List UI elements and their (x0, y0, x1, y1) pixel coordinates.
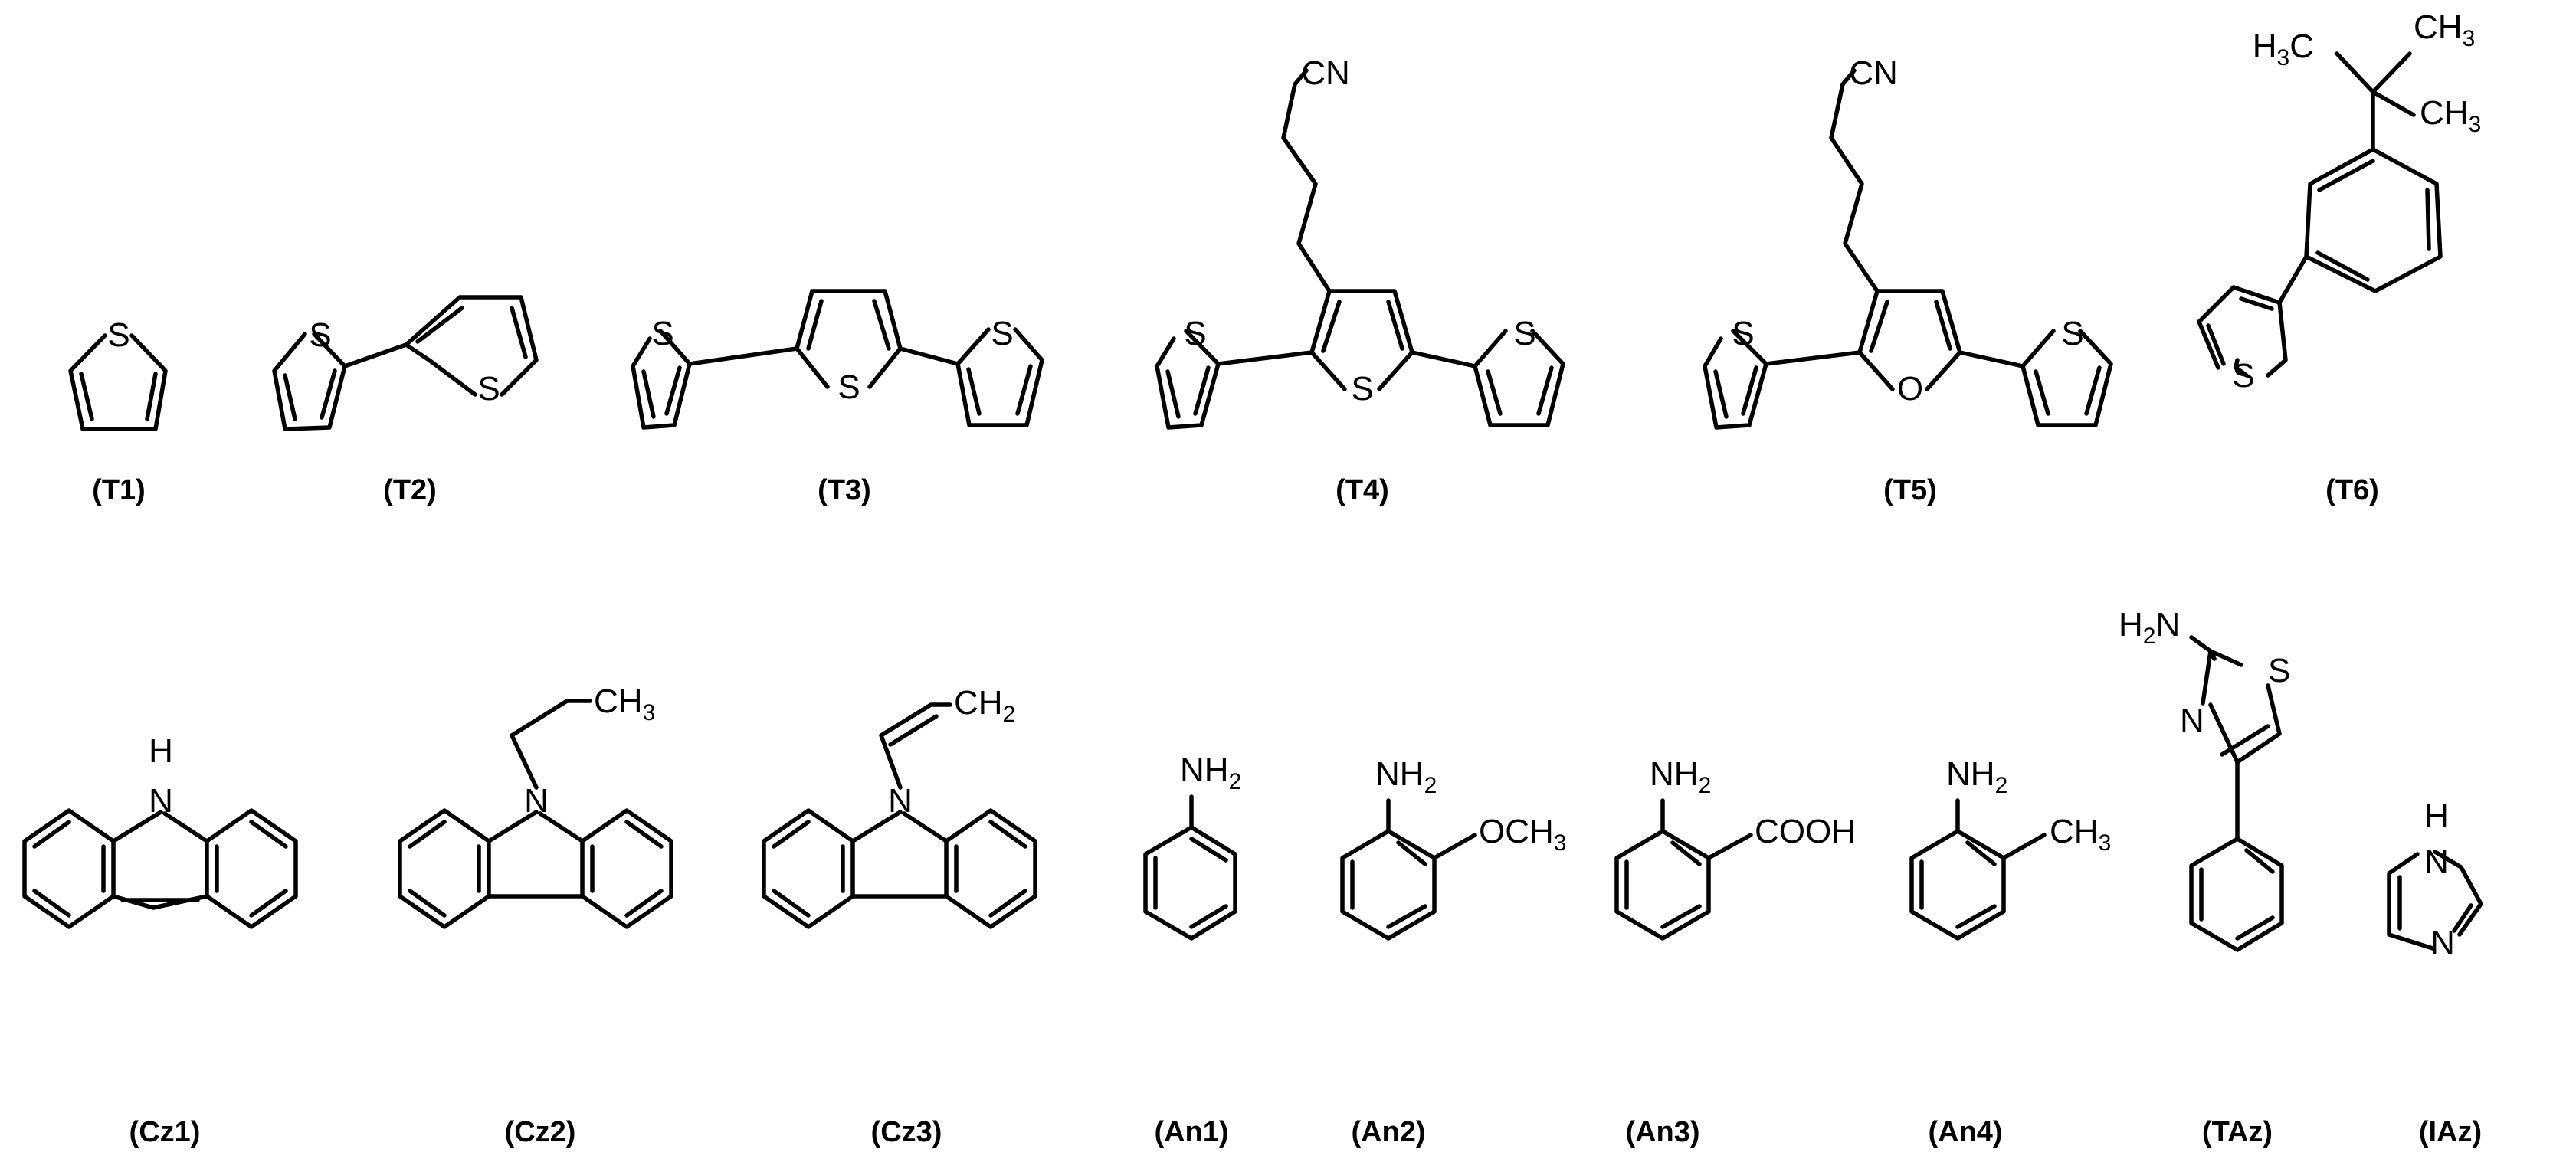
caption-TAz: (TAz) (2202, 1116, 2273, 1148)
molecule-An3: NH2 COOH (An3) (1614, 755, 1856, 1148)
molecule-Cz1: N H (Cz1) (22, 732, 298, 1148)
oxygen-atom: O (1897, 370, 1923, 408)
caption-T6: (T6) (2325, 474, 2379, 506)
nitrile-group: CN (1301, 54, 1350, 92)
caption-T1: (T1) (92, 474, 146, 506)
molecule-TAz: H2N S N (TAz) (2119, 606, 2290, 1148)
nitrile-group: CN (1849, 54, 1898, 92)
molecule-T6: S H3C CH3 CH3 (T6) (2197, 8, 2481, 506)
sulfur-atom: S (107, 316, 129, 354)
amino-group: NH2 (1375, 755, 1437, 798)
caption-Cz3: (Cz3) (871, 1116, 942, 1148)
sulfur-atom: S (2232, 357, 2254, 395)
amino-group: NH2 (1946, 755, 2007, 798)
molecule-An4: NH2 CH3 (An4) (1909, 755, 2111, 1148)
hydrogen-atom: H (149, 732, 173, 770)
carboxyl-group: COOH (1755, 813, 1856, 850)
sulfur-atom: S (1732, 315, 1754, 352)
sulfur-atom: S (1351, 370, 1373, 408)
caption-T3: (T3) (818, 474, 871, 506)
caption-T5: (T5) (1883, 474, 1937, 506)
methyl-group-right: CH3 (2420, 94, 2481, 137)
methyl-group-left: H3C (2253, 28, 2314, 70)
caption-An2: (An2) (1351, 1116, 1425, 1148)
sulfur-atom: S (991, 315, 1013, 352)
caption-T2: (T2) (383, 474, 437, 506)
caption-Cz1: (Cz1) (129, 1116, 201, 1148)
molecule-An2: NH2 OCH3 (An2) (1340, 755, 1566, 1148)
caption-An3: (An3) (1625, 1116, 1699, 1148)
methyl-group: CH3 (594, 683, 655, 725)
methylene-group: CH2 (954, 684, 1015, 727)
caption-T4: (T4) (1336, 474, 1389, 506)
sulfur-atom: S (2268, 652, 2290, 689)
methyl-group: CH3 (2050, 813, 2111, 856)
caption-An1: (An1) (1154, 1116, 1228, 1148)
nitrogen-atom: N (2430, 924, 2455, 961)
molecule-Cz3: N CH2 (Cz3) (762, 684, 1037, 1148)
sulfur-atom: S (477, 370, 500, 408)
hydrogen-atom: H (2424, 797, 2449, 835)
amino-group: H2N (2119, 606, 2180, 649)
molecule-T5: S O S CN (T5) (1703, 54, 2113, 506)
molecule-T4: S S S CN (T4) (1155, 54, 1565, 506)
molecule-An1: NH2 (An1) (1143, 751, 1241, 1148)
methoxy-group: OCH3 (1479, 813, 1566, 856)
sulfur-atom: S (837, 368, 860, 406)
caption-An4: (An4) (1928, 1116, 2002, 1148)
molecule-T3: S S S (T3) (631, 289, 1044, 506)
amino-group: NH2 (1180, 751, 1241, 794)
sulfur-atom: S (2061, 315, 2083, 352)
nitrogen-atom: N (149, 782, 173, 820)
nitrogen-atom: N (2180, 702, 2204, 739)
methyl-group-top: CH3 (2414, 8, 2475, 51)
caption-Cz2: (Cz2) (505, 1116, 576, 1148)
sulfur-atom: S (309, 316, 331, 354)
sulfur-atom: S (651, 315, 673, 352)
amino-group: NH2 (1650, 755, 1711, 798)
caption-IAz: (IAz) (2419, 1116, 2482, 1148)
molecule-T1: S (T1) (68, 316, 168, 506)
nitrogen-atom: N (524, 782, 549, 820)
molecule-Cz2: N CH3 (Cz2) (398, 683, 673, 1148)
nitrogen-atom: N (888, 782, 913, 820)
nitrogen-atom: N (2424, 843, 2449, 881)
molecule-IAz: N H N (IAz) (2387, 797, 2483, 1148)
sulfur-atom: S (1513, 315, 1535, 352)
molecule-T2: S S (T2) (272, 295, 539, 506)
sulfur-atom: S (1184, 315, 1206, 352)
